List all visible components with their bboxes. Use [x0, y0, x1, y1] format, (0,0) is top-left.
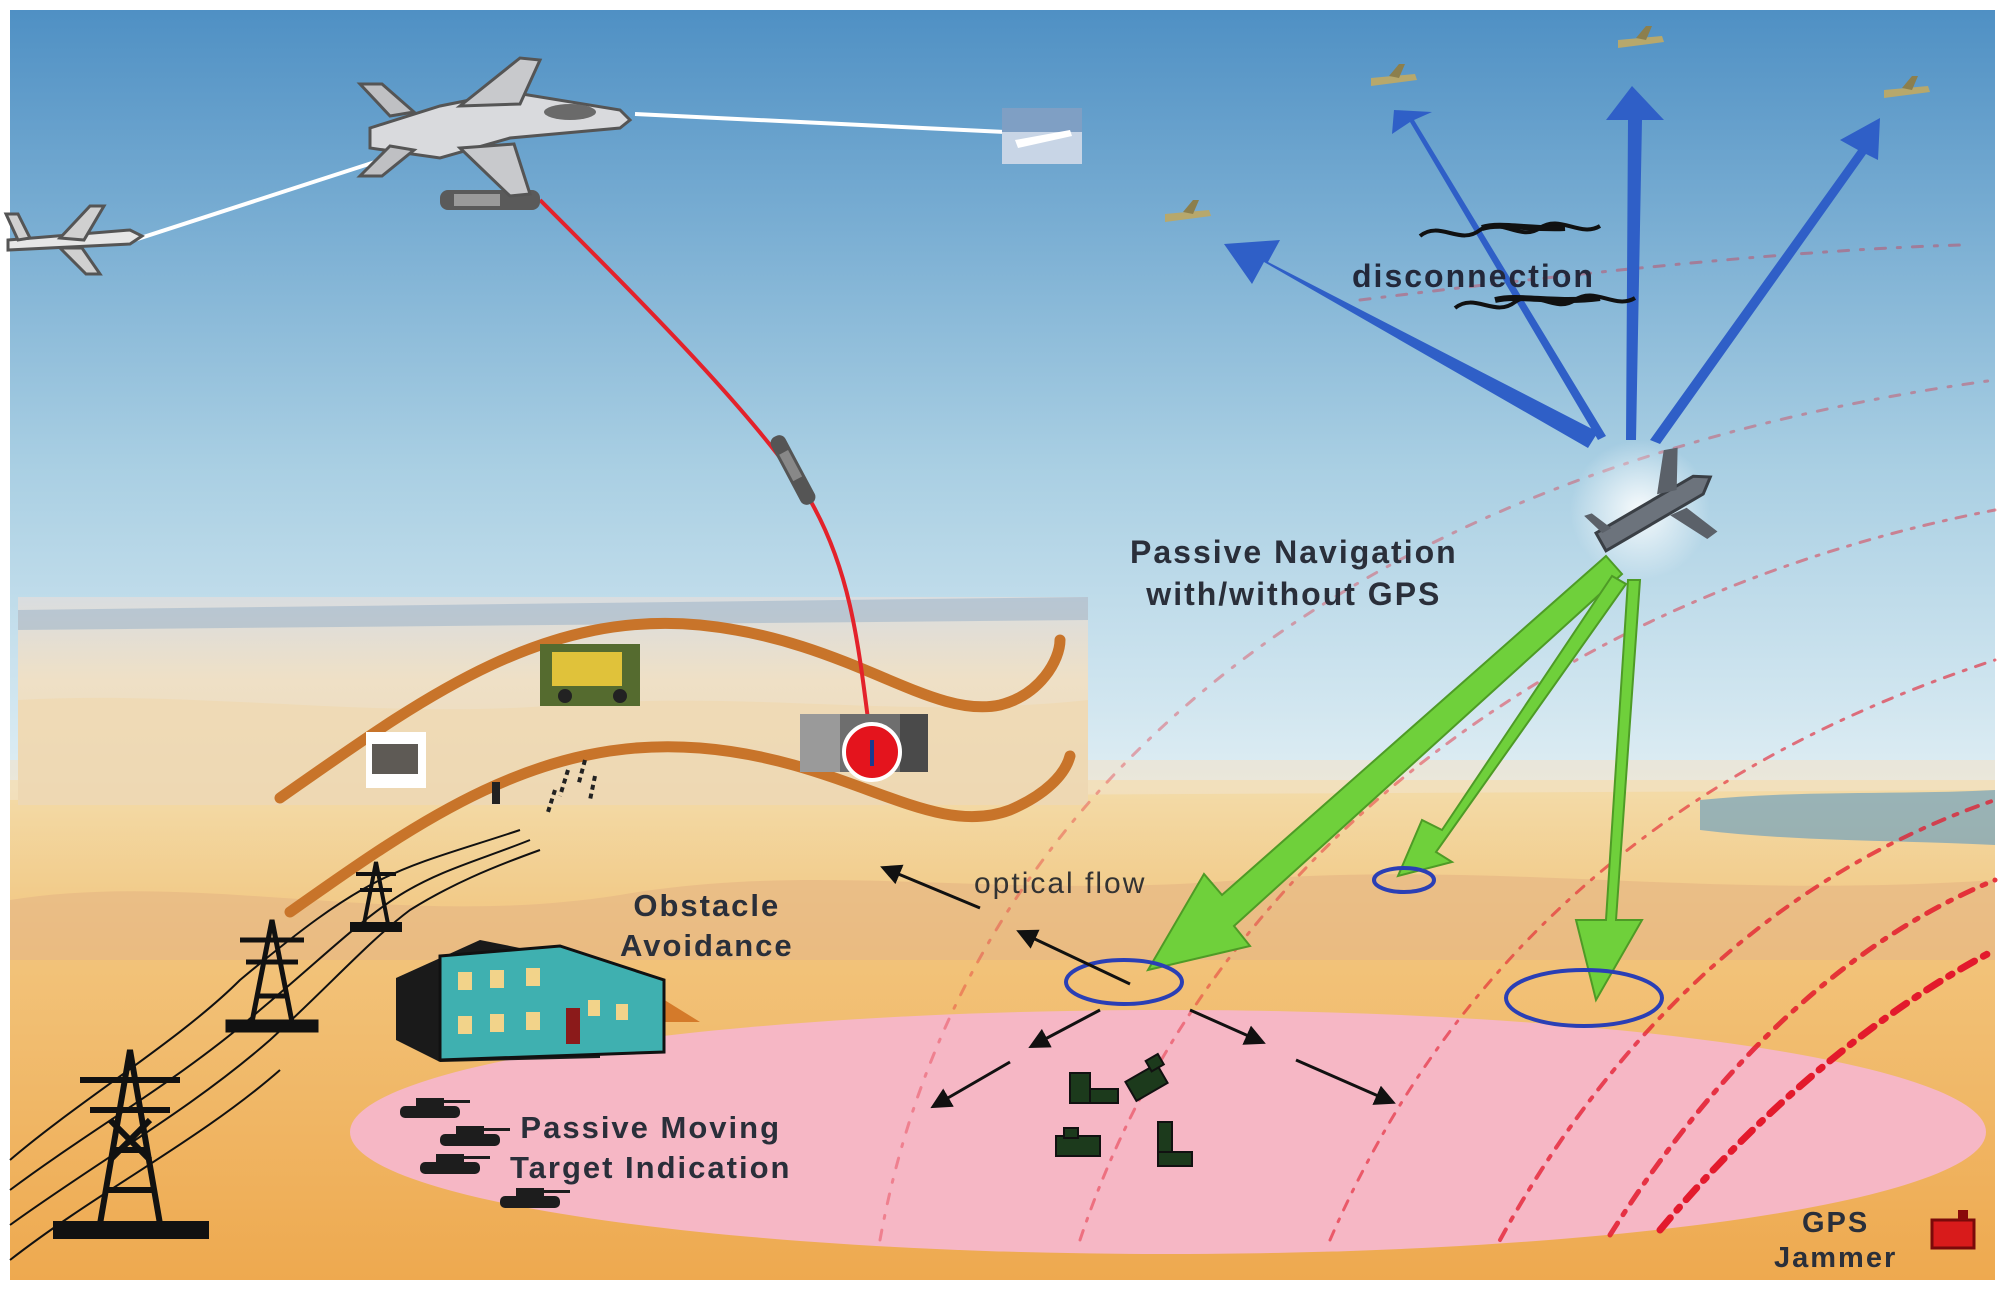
green-nav-arrows	[1145, 554, 1644, 1003]
terrain-corridor	[274, 617, 1076, 918]
obstacle-avoidance-label: Obstacle Avoidance	[620, 886, 794, 967]
ground-footprints	[1064, 866, 1664, 1028]
optical-flow-label: optical flow	[974, 867, 1147, 900]
passive-navigation-line-1: Passive Navigation	[1130, 534, 1458, 570]
awacs-aircraft-icon	[3, 204, 145, 276]
building-icon	[396, 940, 700, 1062]
uav-icon	[1584, 447, 1718, 553]
obstacle-avoidance-line-2: Avoidance	[620, 928, 794, 964]
passive-navigation-line-2: with/without GPS	[1146, 575, 1442, 612]
gps-jammer-line-2: Jammer	[1774, 1242, 1898, 1275]
disconnection-label: disconnection	[1352, 258, 1595, 294]
truck-image-icon	[540, 644, 640, 706]
passive-mti-label: Passive Moving Target Indication	[510, 1108, 791, 1189]
satellite-image-icon	[1002, 108, 1082, 164]
power-pylon-icon	[225, 919, 319, 1033]
passive-mti-line-1: Passive Moving	[520, 1110, 782, 1145]
missile-icon	[770, 435, 816, 505]
truck-icon	[1055, 1052, 1193, 1167]
datalinks	[124, 112, 1006, 245]
gps-jammer-label: GPS Jammer	[1774, 1206, 1897, 1277]
optical-flow-arrows	[880, 864, 1396, 1109]
soldier-icon	[492, 759, 597, 813]
tank-icon	[400, 1098, 570, 1208]
power-pylon-icon	[350, 861, 402, 932]
horizon-hills	[10, 874, 1995, 960]
vehicle-image-icon	[366, 732, 426, 788]
obstacle-avoidance-line-1: Obstacle	[633, 888, 781, 923]
power-pylon-icon	[53, 1049, 209, 1239]
disconnection-squiggle	[1418, 221, 1637, 310]
passive-mti-line-2: Target Indication	[510, 1150, 792, 1186]
gps-jammer-line-1: GPS	[1802, 1207, 1870, 1239]
gps-jammer-icon	[1930, 1210, 1976, 1250]
drone-icon	[1165, 26, 1930, 222]
passive-navigation-label: Passive Navigation with/without GPS	[1130, 532, 1458, 615]
fighter-jet-icon	[356, 56, 633, 198]
blue-link-arrows	[1224, 86, 1880, 448]
